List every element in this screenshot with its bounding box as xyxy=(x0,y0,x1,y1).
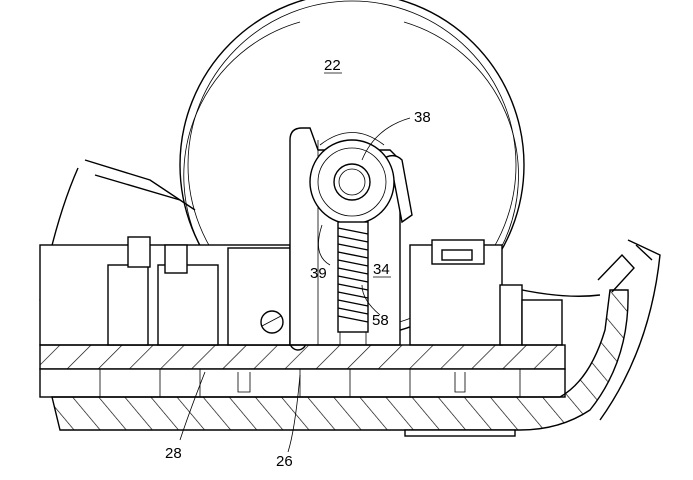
label-34: 34 xyxy=(373,261,390,278)
left-components xyxy=(39,236,307,351)
spring-58 xyxy=(337,221,369,345)
label-28: 28 xyxy=(165,445,182,462)
right-components xyxy=(409,239,563,346)
label-39: 39 xyxy=(310,265,327,282)
label-58: 58 xyxy=(372,312,389,329)
leader-lines xyxy=(179,117,411,453)
label-26: 26 xyxy=(276,453,293,470)
label-38: 38 xyxy=(414,109,431,126)
hub-38 xyxy=(309,132,395,225)
base-26 xyxy=(51,239,661,437)
label-22: 22 xyxy=(324,57,341,74)
plate-28 xyxy=(39,344,566,398)
